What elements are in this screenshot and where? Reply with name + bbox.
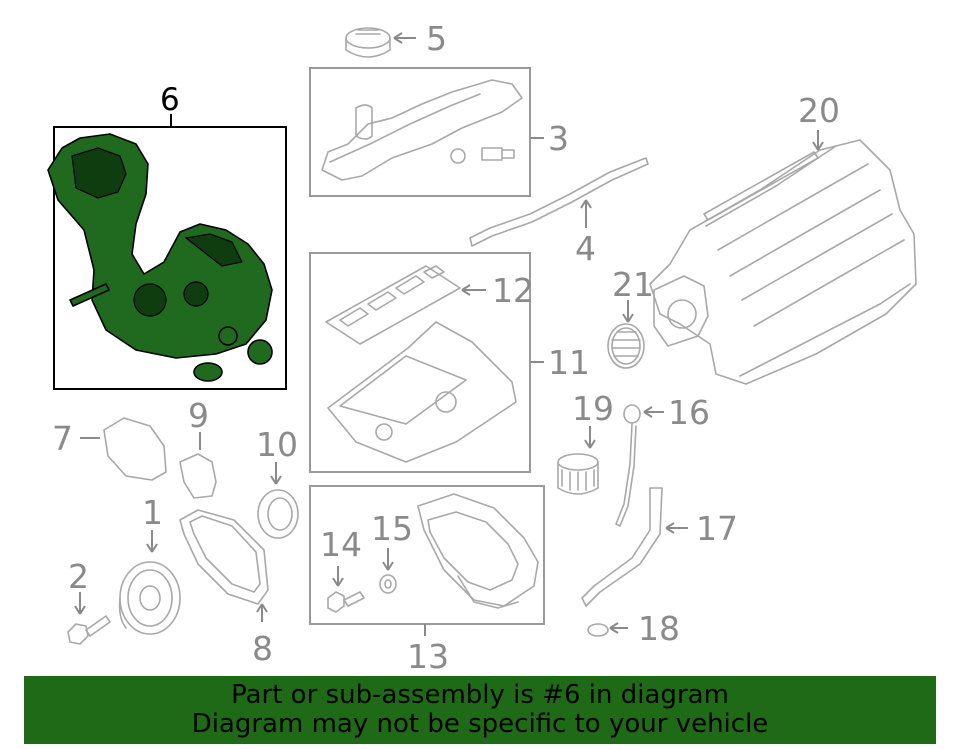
callout-18: 18: [638, 609, 680, 648]
callout-21: 21: [612, 265, 654, 304]
part-20-intake-manifold[interactable]: [649, 130, 917, 385]
callout-19: 19: [572, 389, 614, 428]
part-16-dipstick[interactable]: [615, 404, 664, 527]
box-part-13: [309, 485, 545, 625]
part-9-gasket[interactable]: [179, 432, 217, 499]
part-11-upper-oil-pan[interactable]: [327, 321, 517, 463]
part-3-valve-cover[interactable]: [321, 79, 523, 181]
part-13-lower-oil-pan[interactable]: [417, 493, 539, 609]
callout-14: 14: [320, 525, 362, 564]
part-18-o-ring[interactable]: [587, 622, 628, 637]
callout-17: 17: [696, 509, 738, 548]
callout-3: 3: [548, 119, 569, 158]
callout-15: 15: [371, 509, 413, 548]
part-19-oil-filter[interactable]: [557, 426, 599, 495]
part-17-tube[interactable]: [581, 487, 688, 607]
callout-12: 12: [492, 271, 534, 310]
part-14-bolt[interactable]: [327, 566, 365, 613]
part-2-bolt[interactable]: [67, 592, 111, 645]
part-12-gasket[interactable]: [325, 265, 486, 345]
callout-13: 13: [407, 637, 449, 676]
callout-10: 10: [256, 425, 298, 464]
callout-1: 1: [142, 493, 163, 532]
part-1-pulley[interactable]: [118, 530, 181, 635]
part-5-oil-cap[interactable]: [345, 27, 416, 58]
part-6-timing-cover[interactable]: [47, 133, 273, 382]
callout-20: 20: [798, 91, 840, 130]
callout-2: 2: [68, 557, 89, 596]
part-15-washer[interactable]: [379, 548, 397, 594]
part-10-seal[interactable]: [257, 462, 299, 539]
callout-8: 8: [252, 629, 273, 668]
callout-7: 7: [52, 419, 73, 458]
parts-diagram: 5 3 4 6 12: [47, 19, 917, 676]
part-21-throttle-gasket[interactable]: [607, 300, 645, 369]
banner-line-1: Part or sub-assembly is #6 in diagram: [231, 680, 729, 710]
callout-16: 16: [668, 393, 710, 432]
part-7-cover[interactable]: [80, 417, 167, 481]
box-part-6: [53, 126, 287, 390]
callout-5: 5: [426, 19, 447, 58]
callout-9: 9: [188, 396, 209, 435]
info-banner: Part or sub-assembly is #6 in diagram Di…: [24, 676, 936, 744]
box-part-3: [309, 67, 531, 197]
part-4-gasket[interactable]: [469, 157, 649, 247]
callout-6: 6: [160, 82, 180, 118]
part-8-gasket[interactable]: [179, 509, 269, 622]
callout-11: 11: [548, 343, 590, 382]
callout-4: 4: [575, 229, 596, 268]
banner-line-2: Diagram may not be specific to your vehi…: [191, 709, 769, 739]
